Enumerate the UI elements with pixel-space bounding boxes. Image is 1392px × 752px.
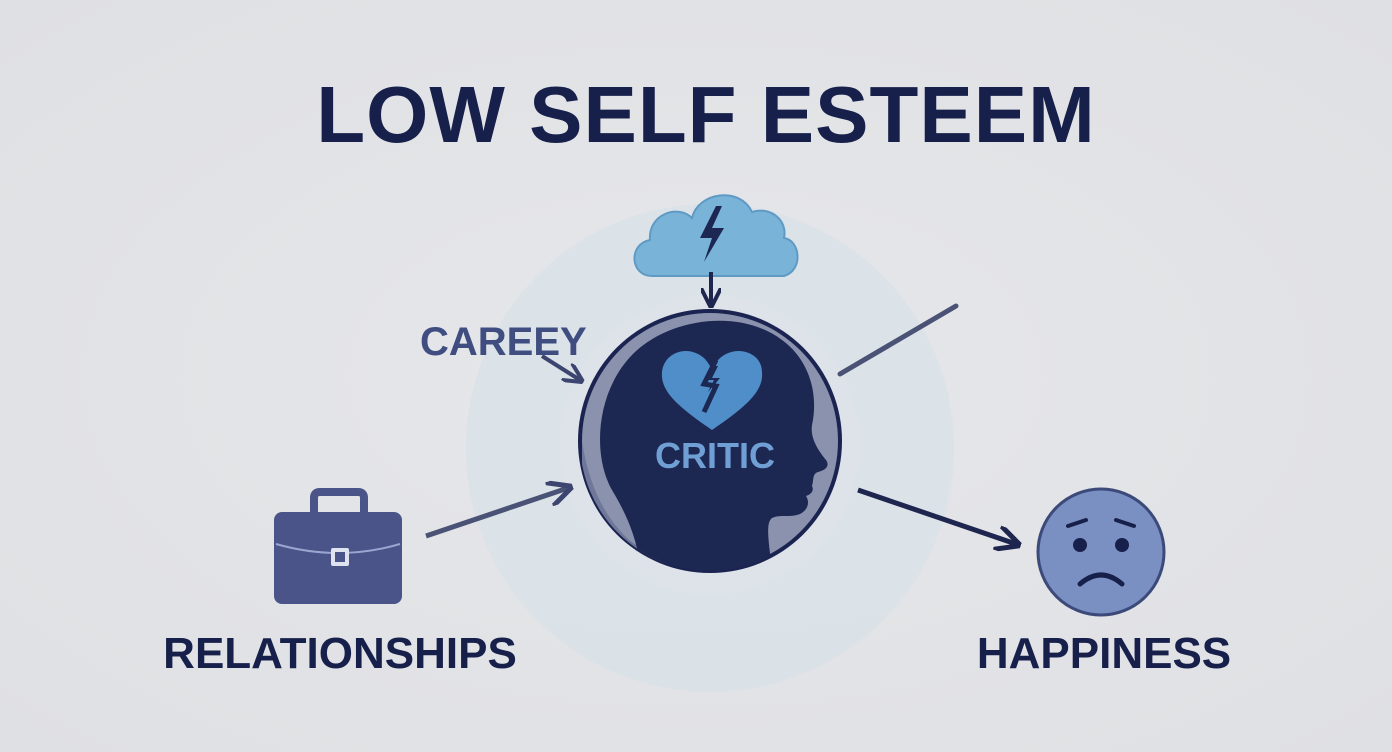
head-to-happiness-arrow [857,487,1016,544]
broken-heart-icon [661,350,763,430]
briefcase-icon [274,488,402,604]
relationships-to-head-arrow [425,488,568,539]
happiness-label: HAPPINESS [977,629,1231,678]
diagram-title: LOW SELF ESTEEM [316,70,1095,159]
sad-face-icon [1036,487,1166,617]
career-label: CAREEY [420,320,587,364]
storm-cloud-icon [633,194,799,277]
head-silhouette-icon [600,320,828,571]
career-to-head-arrow [540,354,580,380]
center-label: CRITIC [655,435,775,476]
relationships-label: RELATIONSHIPS [163,629,517,678]
upper-right-line [837,303,959,377]
center-head-group: CRITIC [578,309,842,573]
